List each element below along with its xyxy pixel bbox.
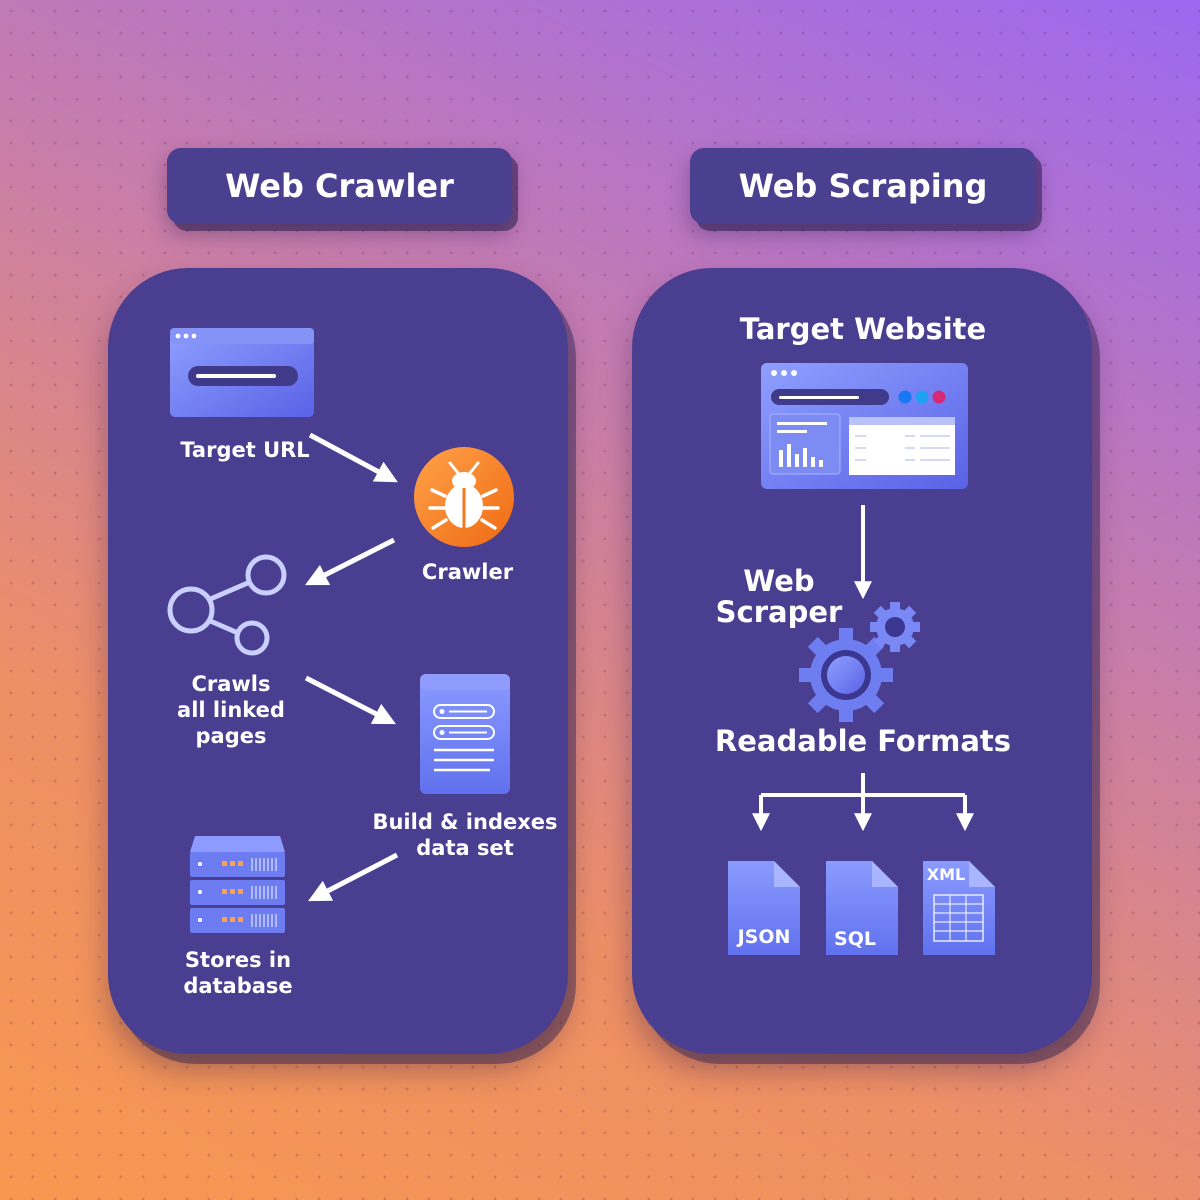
browser-icon [170, 328, 314, 417]
arrow-url-to-crawler [308, 432, 398, 483]
web-scraping-title: Web Scraping [738, 167, 988, 205]
build-index-label: Build & indexes data set [372, 810, 558, 860]
file-icon [826, 861, 898, 955]
readable-formats-label: Readable Formats [714, 724, 1012, 758]
bug-icon [414, 447, 514, 547]
web-crawler-header: Web Crawler [167, 148, 512, 224]
web-crawler-title: Web Crawler [225, 167, 454, 205]
document-icon [420, 674, 510, 794]
database-server-icon [190, 836, 285, 933]
gear-icon [870, 602, 920, 652]
arrow-build-to-database [308, 852, 399, 902]
share-icon [167, 554, 287, 656]
json-label: JSON [737, 926, 791, 948]
web-scraping-header: Web Scraping [690, 148, 1036, 224]
crawler-label: Crawler [421, 560, 514, 584]
gear-icon [799, 628, 893, 722]
arrow-crawler-to-pages [304, 537, 396, 586]
sql-label: SQL [834, 928, 876, 950]
format-branch-arrows [752, 773, 974, 832]
website-icon [761, 363, 968, 489]
crawls-pages-label: Crawls all linked pages [177, 672, 285, 748]
target-website-label: Target Website [739, 312, 987, 346]
file-icon [728, 861, 800, 955]
spreadsheet-icon [923, 861, 995, 955]
web-scraper-label: Web Scraper [715, 564, 843, 629]
arrow-pages-to-build [304, 675, 397, 725]
target-url-label: Target URL [180, 438, 310, 462]
xml-label: XML [926, 865, 966, 884]
stores-database-label: Stores in database [183, 948, 293, 998]
